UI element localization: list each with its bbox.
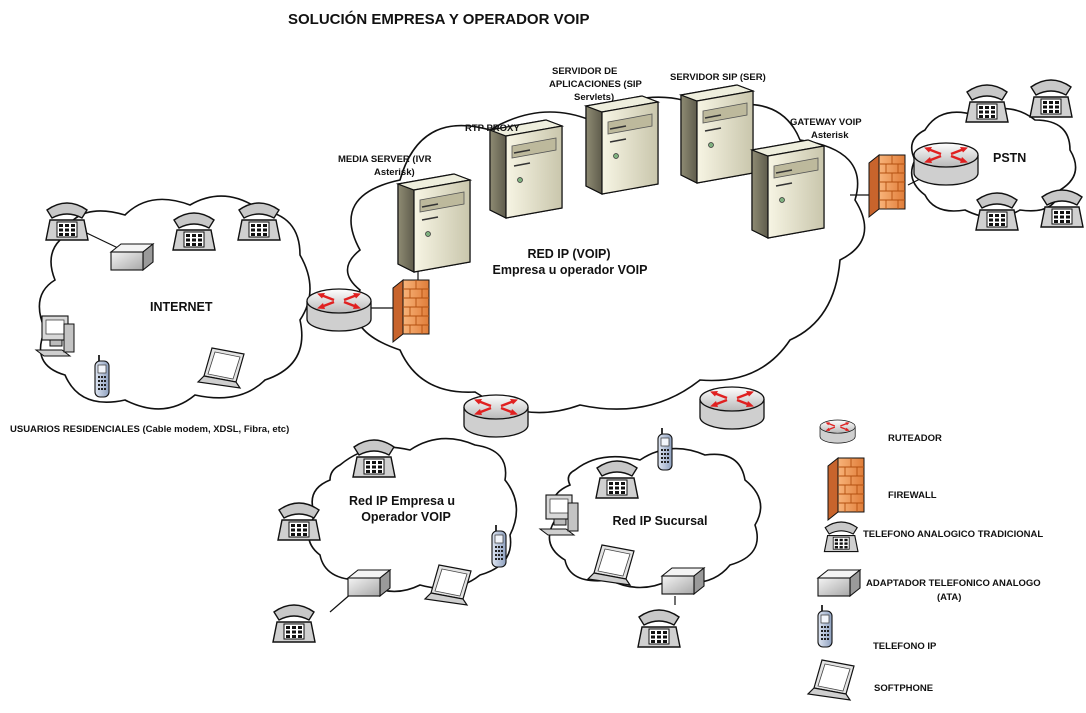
branch-ip-phone-icon[interactable] bbox=[657, 427, 673, 471]
enterprise-phone-3-icon[interactable] bbox=[272, 604, 316, 643]
legend-softphone-icon bbox=[807, 659, 855, 701]
legend-analog-phone-label: TELEFONO ANALOGICO TRADICIONAL bbox=[863, 529, 1043, 540]
pstn-phone-3-icon[interactable] bbox=[975, 192, 1019, 231]
sip-server-icon[interactable] bbox=[680, 84, 754, 184]
pstn-phone-4-icon[interactable] bbox=[1040, 189, 1084, 228]
residential-phone-2-icon[interactable] bbox=[172, 212, 216, 251]
enterprise-phone-2-icon[interactable] bbox=[277, 502, 321, 541]
app-server-label-line1: SERVIDOR DE bbox=[552, 66, 617, 77]
residential-pc-icon[interactable] bbox=[35, 315, 75, 357]
branch-phone-1-icon[interactable] bbox=[595, 460, 639, 499]
legend-ata-icon bbox=[817, 569, 861, 597]
residential-ata-icon[interactable] bbox=[110, 243, 154, 271]
branch-pc-icon[interactable] bbox=[539, 494, 579, 536]
app-server-label-line3: Servlets) bbox=[574, 92, 614, 103]
gateway-label-line2: Asterisk bbox=[811, 130, 849, 141]
residential-ip-phone-icon[interactable] bbox=[94, 354, 110, 398]
residential-users-label: USUARIOS RESIDENCIALES (Cable modem, XDS… bbox=[10, 424, 289, 435]
media-server-label-line2: Asterisk) bbox=[374, 167, 415, 178]
sip-server-label: SERVIDOR SIP (SER) bbox=[670, 72, 766, 83]
legend-analog-phone-icon bbox=[823, 521, 859, 553]
branch-ata-icon[interactable] bbox=[661, 567, 705, 595]
pstn-phone-1-icon[interactable] bbox=[965, 84, 1009, 123]
legend-firewall-label: FIREWALL bbox=[888, 490, 937, 501]
enterprise-router-icon[interactable] bbox=[462, 393, 530, 439]
branch-router-icon[interactable] bbox=[698, 385, 766, 431]
branch-phone-2-icon[interactable] bbox=[637, 609, 681, 648]
legend-softphone-label: SOFTPHONE bbox=[874, 683, 933, 694]
enterprise-phone-1-icon[interactable] bbox=[352, 439, 396, 478]
page-title: SOLUCIÓN EMPRESA Y OPERADOR VOIP bbox=[288, 10, 589, 28]
core-cloud-label-line1: RED IP (VOIP) bbox=[527, 247, 610, 261]
residential-phone-1-icon[interactable] bbox=[45, 202, 89, 241]
pstn-router-icon[interactable] bbox=[912, 141, 980, 187]
rtp-proxy-label: RTP PROXY bbox=[465, 123, 520, 134]
legend-ata-label-line1: ADAPTADOR TELEFONICO ANALOGO bbox=[866, 578, 1041, 589]
gateway-firewall-icon[interactable] bbox=[868, 154, 906, 218]
branch-cloud-label: Red IP Sucursal bbox=[613, 514, 708, 528]
residential-phone-3-icon[interactable] bbox=[237, 202, 281, 241]
enterprise-cloud-label-line1: Red IP Empresa u bbox=[349, 494, 455, 508]
legend-ip-phone-icon bbox=[817, 604, 833, 648]
legend-router-label: RUTEADOR bbox=[888, 433, 942, 444]
internet-cloud-label: INTERNET bbox=[150, 300, 213, 314]
legend-firewall-icon bbox=[827, 457, 865, 521]
core-firewall-icon[interactable] bbox=[392, 279, 430, 343]
application-server-icon[interactable] bbox=[585, 95, 659, 195]
legend-ata-label-line2: (ATA) bbox=[937, 592, 961, 603]
enterprise-ata-icon[interactable] bbox=[347, 569, 391, 597]
enterprise-cloud-label-line2: Operador VOIP bbox=[361, 510, 451, 524]
pstn-cloud-label: PSTN bbox=[993, 151, 1026, 165]
media-server-label-line1: MEDIA SERVER (IVR bbox=[338, 154, 432, 165]
legend-router-icon bbox=[819, 419, 856, 444]
internet-router-icon[interactable] bbox=[305, 287, 373, 333]
app-server-label-line2: APLICACIONES (SIP bbox=[549, 79, 643, 90]
enterprise-ip-phone-icon[interactable] bbox=[491, 524, 507, 568]
legend bbox=[807, 419, 865, 701]
gateway-voip-server-icon[interactable] bbox=[751, 139, 825, 239]
core-cloud-label-line2: Empresa u operador VOIP bbox=[493, 263, 648, 277]
rtp-proxy-server-icon[interactable] bbox=[489, 119, 563, 219]
media-server-icon[interactable] bbox=[397, 173, 471, 273]
pstn-phone-2-icon[interactable] bbox=[1029, 79, 1073, 118]
gateway-label-line1: GATEWAY VOIP bbox=[790, 117, 862, 128]
legend-ip-phone-label: TELEFONO IP bbox=[873, 641, 937, 652]
